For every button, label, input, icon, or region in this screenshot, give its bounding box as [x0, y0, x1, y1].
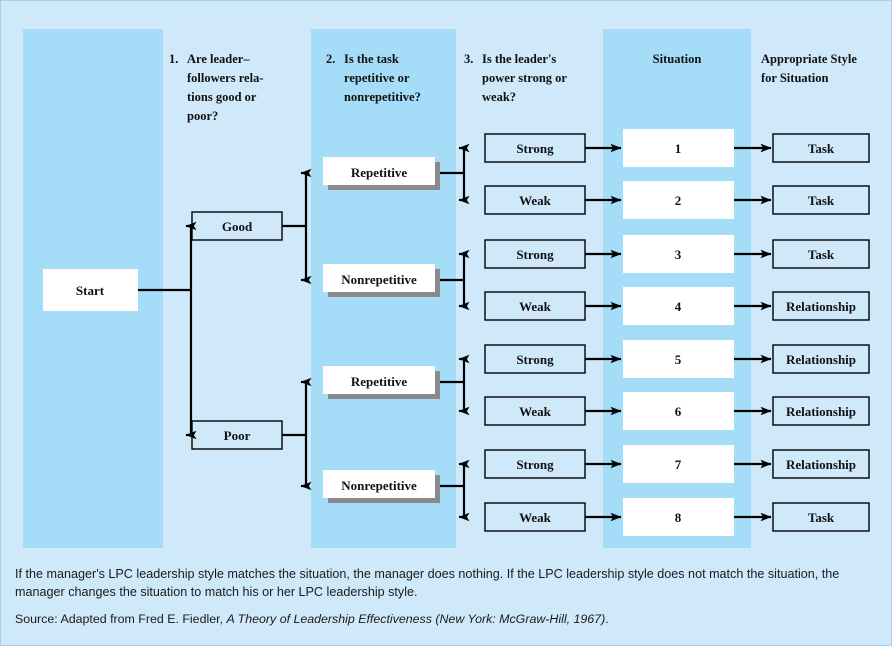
- situation-number: 6: [675, 404, 682, 419]
- style-label: Relationship: [786, 352, 856, 367]
- connectors-situation-to-style: [734, 143, 772, 522]
- header-1-line-1: Are leader–: [187, 52, 250, 66]
- node-situation-3[interactable]: 3: [623, 235, 734, 273]
- header-1-line-4: poor?: [187, 109, 218, 123]
- node-task-label: Repetitive: [351, 165, 408, 180]
- caption-block: If the manager's LPC leadership style ma…: [1, 557, 892, 647]
- node-situation-7[interactable]: 7: [623, 445, 734, 483]
- node-power-2[interactable]: Weak: [484, 185, 586, 215]
- node-power-label: Strong: [516, 352, 554, 367]
- connectors-good: [282, 168, 312, 285]
- node-task-nonrepetitive-1[interactable]: Nonrepetitive: [323, 264, 440, 297]
- column-header-situation: Situation: [653, 52, 702, 66]
- node-power-label: Weak: [519, 510, 552, 525]
- header-3-number: 3.: [464, 52, 473, 66]
- caption-source: Source: Adapted from Fred E. Fiedler, A …: [15, 611, 879, 629]
- style-label: Relationship: [786, 299, 856, 314]
- style-label: Task: [808, 247, 835, 262]
- node-power-label: Weak: [519, 404, 552, 419]
- connectors-power-to-situation: [585, 143, 622, 522]
- node-style-1[interactable]: Task: [772, 133, 870, 163]
- node-power-8[interactable]: Weak: [484, 502, 586, 532]
- header-2-line-1: Is the task: [344, 52, 399, 66]
- node-good[interactable]: Good: [191, 211, 283, 241]
- node-task-label: Repetitive: [351, 374, 408, 389]
- node-situation-4[interactable]: 4: [623, 287, 734, 325]
- node-power-label: Weak: [519, 299, 552, 314]
- situation-number: 5: [675, 352, 682, 367]
- node-power-label: Strong: [516, 247, 554, 262]
- node-task-label: Nonrepetitive: [341, 478, 417, 493]
- node-good-label: Good: [222, 219, 253, 234]
- connectors-task-4: [439, 459, 470, 522]
- style-label: Task: [808, 510, 835, 525]
- node-task-repetitive-1[interactable]: Repetitive: [323, 157, 440, 190]
- style-label: Task: [808, 193, 835, 208]
- node-style-6[interactable]: Relationship: [772, 396, 870, 426]
- column-header-power: 3. Is the leader's power strong or weak?: [464, 52, 567, 104]
- node-power-7[interactable]: Strong: [484, 449, 586, 479]
- node-style-4[interactable]: Relationship: [772, 291, 870, 321]
- node-start-label: Start: [76, 283, 105, 298]
- column-header-style: Appropriate Style for Situation: [761, 52, 857, 85]
- situation-number: 2: [675, 193, 682, 208]
- caption-source-suffix: .: [605, 611, 609, 626]
- node-task-repetitive-2[interactable]: Repetitive: [323, 366, 440, 399]
- node-power-4[interactable]: Weak: [484, 291, 586, 321]
- header-1-line-2: followers rela-: [187, 71, 263, 85]
- situation-number: 3: [675, 247, 682, 262]
- node-situation-5[interactable]: 5: [623, 340, 734, 378]
- node-style-3[interactable]: Task: [772, 239, 870, 269]
- header-2-line-2: repetitive or: [344, 71, 410, 85]
- connectors-poor: [282, 377, 312, 491]
- header-1-line-3: tions good or: [187, 90, 257, 104]
- node-power-3[interactable]: Strong: [484, 239, 586, 269]
- node-situation-1[interactable]: 1: [623, 129, 734, 167]
- node-power-label: Weak: [519, 193, 552, 208]
- caption-note: If the manager's LPC leadership style ma…: [15, 567, 840, 600]
- connectors-task-3: [439, 354, 470, 416]
- node-power-1[interactable]: Strong: [484, 133, 586, 163]
- header-5-line-2: for Situation: [761, 71, 829, 85]
- situation-number: 4: [675, 299, 682, 314]
- node-task-label: Nonrepetitive: [341, 272, 417, 287]
- column-header-relations: 1. Are leader– followers rela- tions goo…: [169, 52, 263, 123]
- style-label: Task: [808, 141, 835, 156]
- node-task-nonrepetitive-2[interactable]: Nonrepetitive: [323, 470, 440, 503]
- situation-number: 7: [675, 457, 682, 472]
- node-power-6[interactable]: Weak: [484, 396, 586, 426]
- situation-number: 1: [675, 141, 682, 156]
- header-3-line-2: power strong or: [482, 71, 567, 85]
- node-situation-2[interactable]: 2: [623, 181, 734, 219]
- connectors-task-2: [439, 249, 470, 311]
- style-label: Relationship: [786, 457, 856, 472]
- connectors-start: [137, 221, 197, 440]
- header-2-number: 2.: [326, 52, 335, 66]
- header-1-number: 1.: [169, 52, 178, 66]
- node-style-5[interactable]: Relationship: [772, 344, 870, 374]
- header-2-line-3: nonrepetitive?: [344, 90, 421, 104]
- node-style-8[interactable]: Task: [772, 502, 870, 532]
- node-situation-8[interactable]: 8: [623, 498, 734, 536]
- flowchart-svg: 1. Are leader– followers rela- tions goo…: [43, 52, 870, 536]
- connectors-task-1: [439, 143, 470, 205]
- node-start[interactable]: Start: [43, 269, 138, 311]
- node-style-2[interactable]: Task: [772, 185, 870, 215]
- header-3-line-1: Is the leader's: [482, 52, 556, 66]
- node-poor-label: Poor: [224, 428, 251, 443]
- situation-number: 8: [675, 510, 682, 525]
- node-situation-6[interactable]: 6: [623, 392, 734, 430]
- header-4-line-1: Situation: [653, 52, 702, 66]
- header-5-line-1: Appropriate Style: [761, 52, 857, 66]
- header-3-line-3: weak?: [482, 90, 516, 104]
- caption-source-prefix: Source: Adapted from Fred E. Fiedler,: [15, 611, 227, 626]
- column-header-task: 2. Is the task repetitive or nonrepetiti…: [326, 52, 421, 104]
- caption-source-title: A Theory of Leadership Effectiveness (Ne…: [226, 611, 606, 626]
- node-style-7[interactable]: Relationship: [772, 449, 870, 479]
- node-power-label: Strong: [516, 141, 554, 156]
- node-power-5[interactable]: Strong: [484, 344, 586, 374]
- node-poor[interactable]: Poor: [191, 420, 283, 450]
- node-power-label: Strong: [516, 457, 554, 472]
- style-label: Relationship: [786, 404, 856, 419]
